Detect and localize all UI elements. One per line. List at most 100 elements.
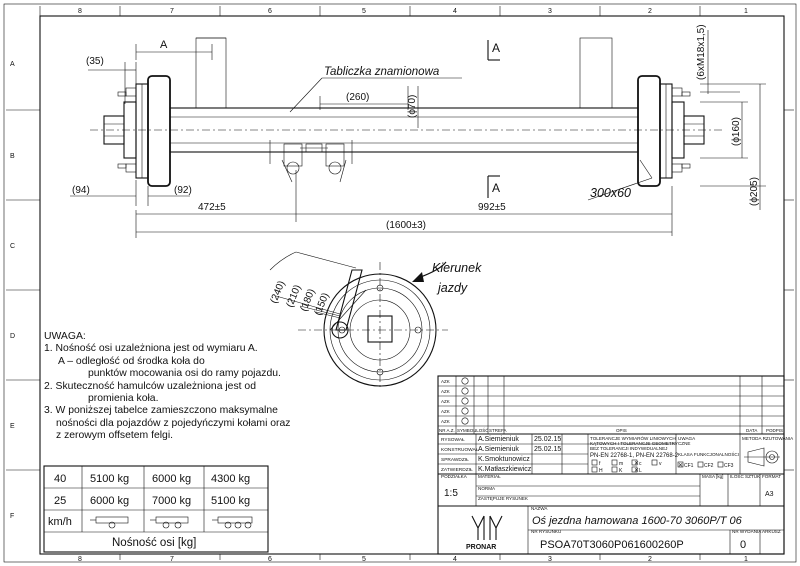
date-designed: 25.02.15 <box>534 446 561 453</box>
frame-col-5: 5 <box>362 8 366 15</box>
sheets-label: ILOŚĆ SZTUK <box>730 472 761 479</box>
right-hub <box>637 75 705 187</box>
dim-94: (94) <box>72 185 90 196</box>
outer-frame <box>3 3 797 563</box>
section-a-bottom: A <box>492 181 500 195</box>
frame-col-8-bottom: 8 <box>78 556 82 563</box>
scale-label: PODZIAŁKA <box>441 474 468 479</box>
check-mark-cf1: ✕ <box>678 463 683 469</box>
dim-1600: (1600±3) <box>386 220 426 231</box>
projection-method-icon <box>744 447 780 467</box>
frame-col-7-bottom: 7 <box>170 556 174 563</box>
frame-grid <box>6 6 794 560</box>
name-drawn: A.Siemieniuk <box>478 436 519 443</box>
format-label: FORMAT <box>762 474 781 479</box>
table-unit: km/h <box>48 516 72 528</box>
drawing-title: Oś jezdna hamowana 1600-70 3060P/T 06 <box>532 515 743 527</box>
rev-azk-3: AZK <box>441 399 450 404</box>
frame-col-4: 4 <box>453 8 457 15</box>
table-speed-2: 25 <box>54 495 66 507</box>
rev-col-qty: ILOŚĆ <box>475 426 489 433</box>
role-designed: KONSTRUOWAŁ <box>441 447 479 453</box>
dim-phi-205: (ϕ205) <box>749 177 760 206</box>
dim-a-left: A <box>160 39 168 51</box>
title-block: AZK AZK AZK AZK AZK NR A.Z. SYMBOL ILOŚĆ… <box>437 375 794 555</box>
grade-h: H <box>599 468 603 474</box>
notes: UWAGA: 1. Nośność osi uzależniona jest o… <box>44 331 344 443</box>
frame-col-1-bottom: 1 <box>744 556 748 563</box>
uwagi-label: UWAGA <box>678 436 696 441</box>
label-direction-1: Kierunek <box>432 261 482 275</box>
dim-260: (260) <box>346 92 369 103</box>
table-r2-c1: 6000 kg <box>90 495 129 507</box>
grade-f: f <box>599 461 601 467</box>
mount-post-left <box>195 37 227 109</box>
frame-row-b: B <box>10 153 15 160</box>
front-view-dimensions: (35) A A A Tabliczka znamionowa (260) (ϕ… <box>70 24 766 238</box>
class-label: KLASA FUNKCJONALNOŚCI <box>678 450 739 457</box>
role-approved: ZATWIERDZIŁ <box>441 467 473 473</box>
class-cf1: CF1 <box>684 463 694 469</box>
note-3b: z zerowym offsetem felgi. <box>56 430 174 442</box>
company-name: PRONAR <box>466 544 496 551</box>
rev-col-symbol: SYMBOL <box>457 428 476 433</box>
dim-phi-160: (ϕ160) <box>731 117 742 146</box>
drawing-number: PSOA70T3060P061600260P <box>540 539 684 551</box>
label-direction-2: jazdy <box>436 281 468 295</box>
frame-col-8: 8 <box>78 8 82 15</box>
dim-thread: (6xM18x1,5) <box>696 24 707 80</box>
dim-92: (92) <box>174 185 192 196</box>
notes-heading: UWAGA: <box>44 331 86 342</box>
name-designed: A.Siemieniuk <box>478 446 519 453</box>
edition-label: NR WYDANIA <box>732 529 762 534</box>
brake-lever <box>335 269 363 331</box>
dim-472: 472±5 <box>198 202 226 213</box>
class-cf2: CF2 <box>704 463 714 469</box>
rev-col-nr: NR A.Z. <box>439 428 455 433</box>
table-r1-c2: 6000 kg <box>152 473 191 485</box>
frame-col-6-bottom: 6 <box>268 556 272 563</box>
pronar-logo-icon <box>471 515 503 540</box>
note-2a: promienia koła. <box>88 393 159 405</box>
grade-c: c <box>639 461 642 467</box>
table-caption: Nośność osi [kg] <box>112 537 196 549</box>
table-r1-c3: 4300 kg <box>211 473 250 485</box>
rev-azk-5: AZK <box>441 419 450 424</box>
frame-col-4-bottom: 4 <box>453 556 457 563</box>
dim-992: 992±5 <box>478 202 506 213</box>
class-cf3: CF3 <box>724 463 734 469</box>
table-speed-1: 40 <box>54 473 66 485</box>
method-label: METODA RZUTOWANIA <box>742 436 794 441</box>
norm-label: NORMA <box>478 486 496 491</box>
note-1: 1. Nośność osi uzależniona jest od wymia… <box>44 343 258 355</box>
sheet-label: ARKUSZ <box>762 529 781 534</box>
rev-azk-2: AZK <box>441 389 450 394</box>
replace-label: ZASTĘPUJE RYSUNEK <box>478 496 529 501</box>
standards: PN-EN 22768-1, PN-EN 22768-2 <box>590 453 679 459</box>
brake-cam-mechanism <box>269 140 353 183</box>
tolerance-grade-boxes: ✕ ✕ <box>591 459 658 474</box>
rev-col-zone: STREFA <box>489 428 507 433</box>
name-checked: K.Smoktunowicz <box>478 456 530 463</box>
trailer-icon-tridem <box>212 516 253 529</box>
frame-col-5-bottom: 5 <box>362 556 366 563</box>
frame-row-a: A <box>10 61 15 68</box>
rev-col-sign: PODPIS <box>766 428 783 433</box>
frame-col-1: 1 <box>744 8 748 15</box>
rev-azk-1: AZK <box>441 379 450 384</box>
grade-m: m <box>619 461 623 467</box>
label-nameplate: Tabliczka znamionowa <box>324 66 439 78</box>
name-label: NAZWA <box>531 506 548 511</box>
frame-col-2-bottom: 2 <box>648 556 652 563</box>
mass-label: MASA [kg] <box>702 474 723 479</box>
trailer-icon-single <box>90 516 129 529</box>
note-2: 2. Skuteczność hamulców uzależniona jest… <box>44 380 256 392</box>
tolerances-line-1: TOLERANCJE WYMIARÓW LINIOWYCH <box>590 435 676 441</box>
rev-col-date: DATA <box>746 428 757 433</box>
drawing-no-label: NR RYSUNKU <box>531 529 561 534</box>
frame-col-7: 7 <box>170 8 174 15</box>
table-r2-c3: 5100 kg <box>211 495 250 507</box>
section-a-top: A <box>492 41 500 55</box>
load-table: 40 5100 kg 6000 kg 4300 kg 25 6000 kg 70… <box>43 465 269 553</box>
